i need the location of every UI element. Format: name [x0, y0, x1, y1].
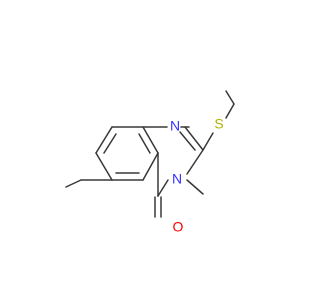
bond-n1-c2-double-b [184, 126, 204, 151]
substituents [65, 90, 235, 195]
bond-c4a-c8a-inner [138, 133, 151, 154]
bond-c7-c6 [95, 152, 113, 181]
bond-c6-methyl-tip [65, 179, 82, 188]
bond-c8-c7-inner [103, 133, 117, 154]
atom-o-label: O [173, 219, 184, 235]
molecule-structure: N N S O [65, 90, 235, 235]
bond-s-methyl [225, 103, 235, 119]
bond-c2-s [202, 132, 214, 151]
pyrimidinone-ring [142, 126, 204, 197]
bond-c8-c7 [95, 126, 113, 154]
atom-labels: N N S O [170, 116, 224, 235]
bond-c5-c4a [142, 152, 159, 181]
atom-n1-label: N [170, 118, 180, 134]
molecule-canvas: N N S O [65, 90, 235, 235]
bond-n1-c2-double-a [179, 131, 196, 151]
bond-n3-c4 [157, 179, 169, 197]
atom-n3-label: N [172, 171, 182, 187]
benzene-ring [95, 126, 159, 181]
bond-s-methyl-tip [225, 90, 235, 105]
atom-s-label: S [214, 116, 223, 132]
bond-c2-n3 [186, 149, 204, 175]
bond-c4a-c8a [142, 126, 159, 154]
bond-n3-methyl [186, 179, 204, 195]
carbonyl-group [154, 196, 162, 218]
